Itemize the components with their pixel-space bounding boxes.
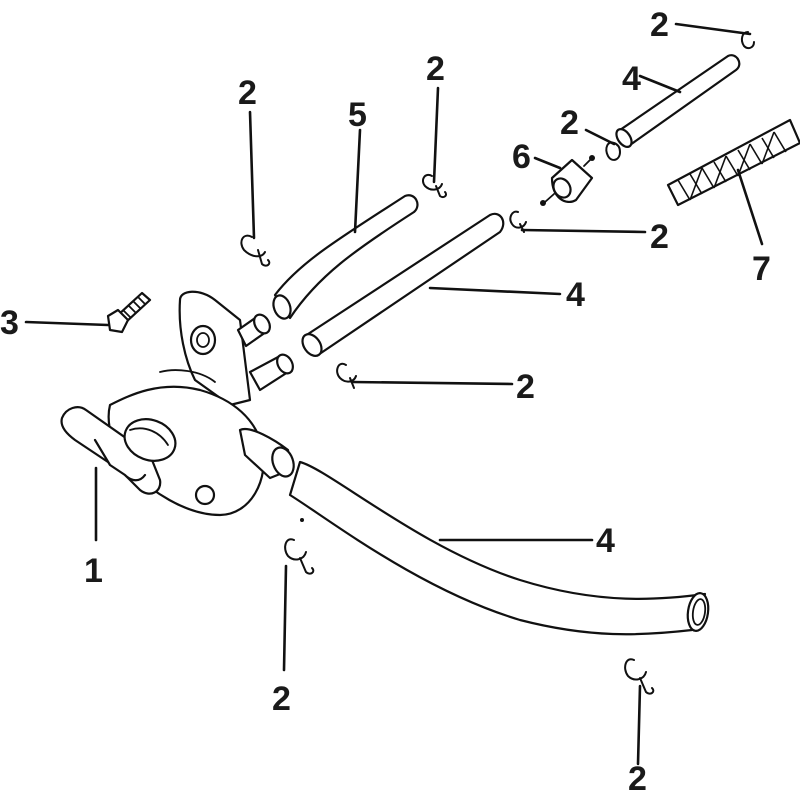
- callout-7: 7: [752, 250, 771, 288]
- clamp-upper-middle: [422, 174, 448, 199]
- callout-2-center: 2: [516, 368, 535, 406]
- hose-bottom: [288, 460, 710, 636]
- callout-labels: 1 3 2 5 2 6 2 2 4 2 7 4 2 4 2 2: [0, 6, 771, 798]
- clamp-filter-side: [605, 141, 622, 161]
- leader-lines: [24, 22, 764, 766]
- clamp-lower-left: [284, 538, 315, 575]
- callout-3: 3: [0, 304, 19, 342]
- callout-1: 1: [84, 552, 103, 590]
- callout-2-lower-right: 2: [628, 760, 647, 798]
- callout-2-top-right: 2: [650, 6, 669, 44]
- fuel-valve: [60, 290, 295, 517]
- hose-short: [272, 194, 419, 320]
- callout-2-middle-right: 2: [650, 218, 669, 256]
- callout-4-top: 4: [622, 60, 641, 98]
- clamp-lower-right: [624, 658, 655, 695]
- bolt: [106, 291, 152, 334]
- callout-2-lower-left: 2: [272, 680, 291, 718]
- clamp-upper-left: [240, 234, 271, 267]
- inline-filter: [540, 155, 595, 206]
- sleeve: [666, 118, 800, 207]
- callout-4-bottom: 4: [596, 522, 615, 560]
- callout-6: 6: [512, 138, 531, 176]
- callout-5: 5: [348, 96, 367, 134]
- hose-top: [615, 54, 741, 148]
- callout-2-upper-middle: 2: [426, 50, 445, 88]
- callout-2-upper-left: 2: [238, 74, 257, 112]
- hose-middle: [301, 212, 505, 357]
- clamp-center: [336, 362, 357, 389]
- callout-2-filter-side: 2: [560, 104, 579, 142]
- callout-4-middle: 4: [566, 276, 585, 314]
